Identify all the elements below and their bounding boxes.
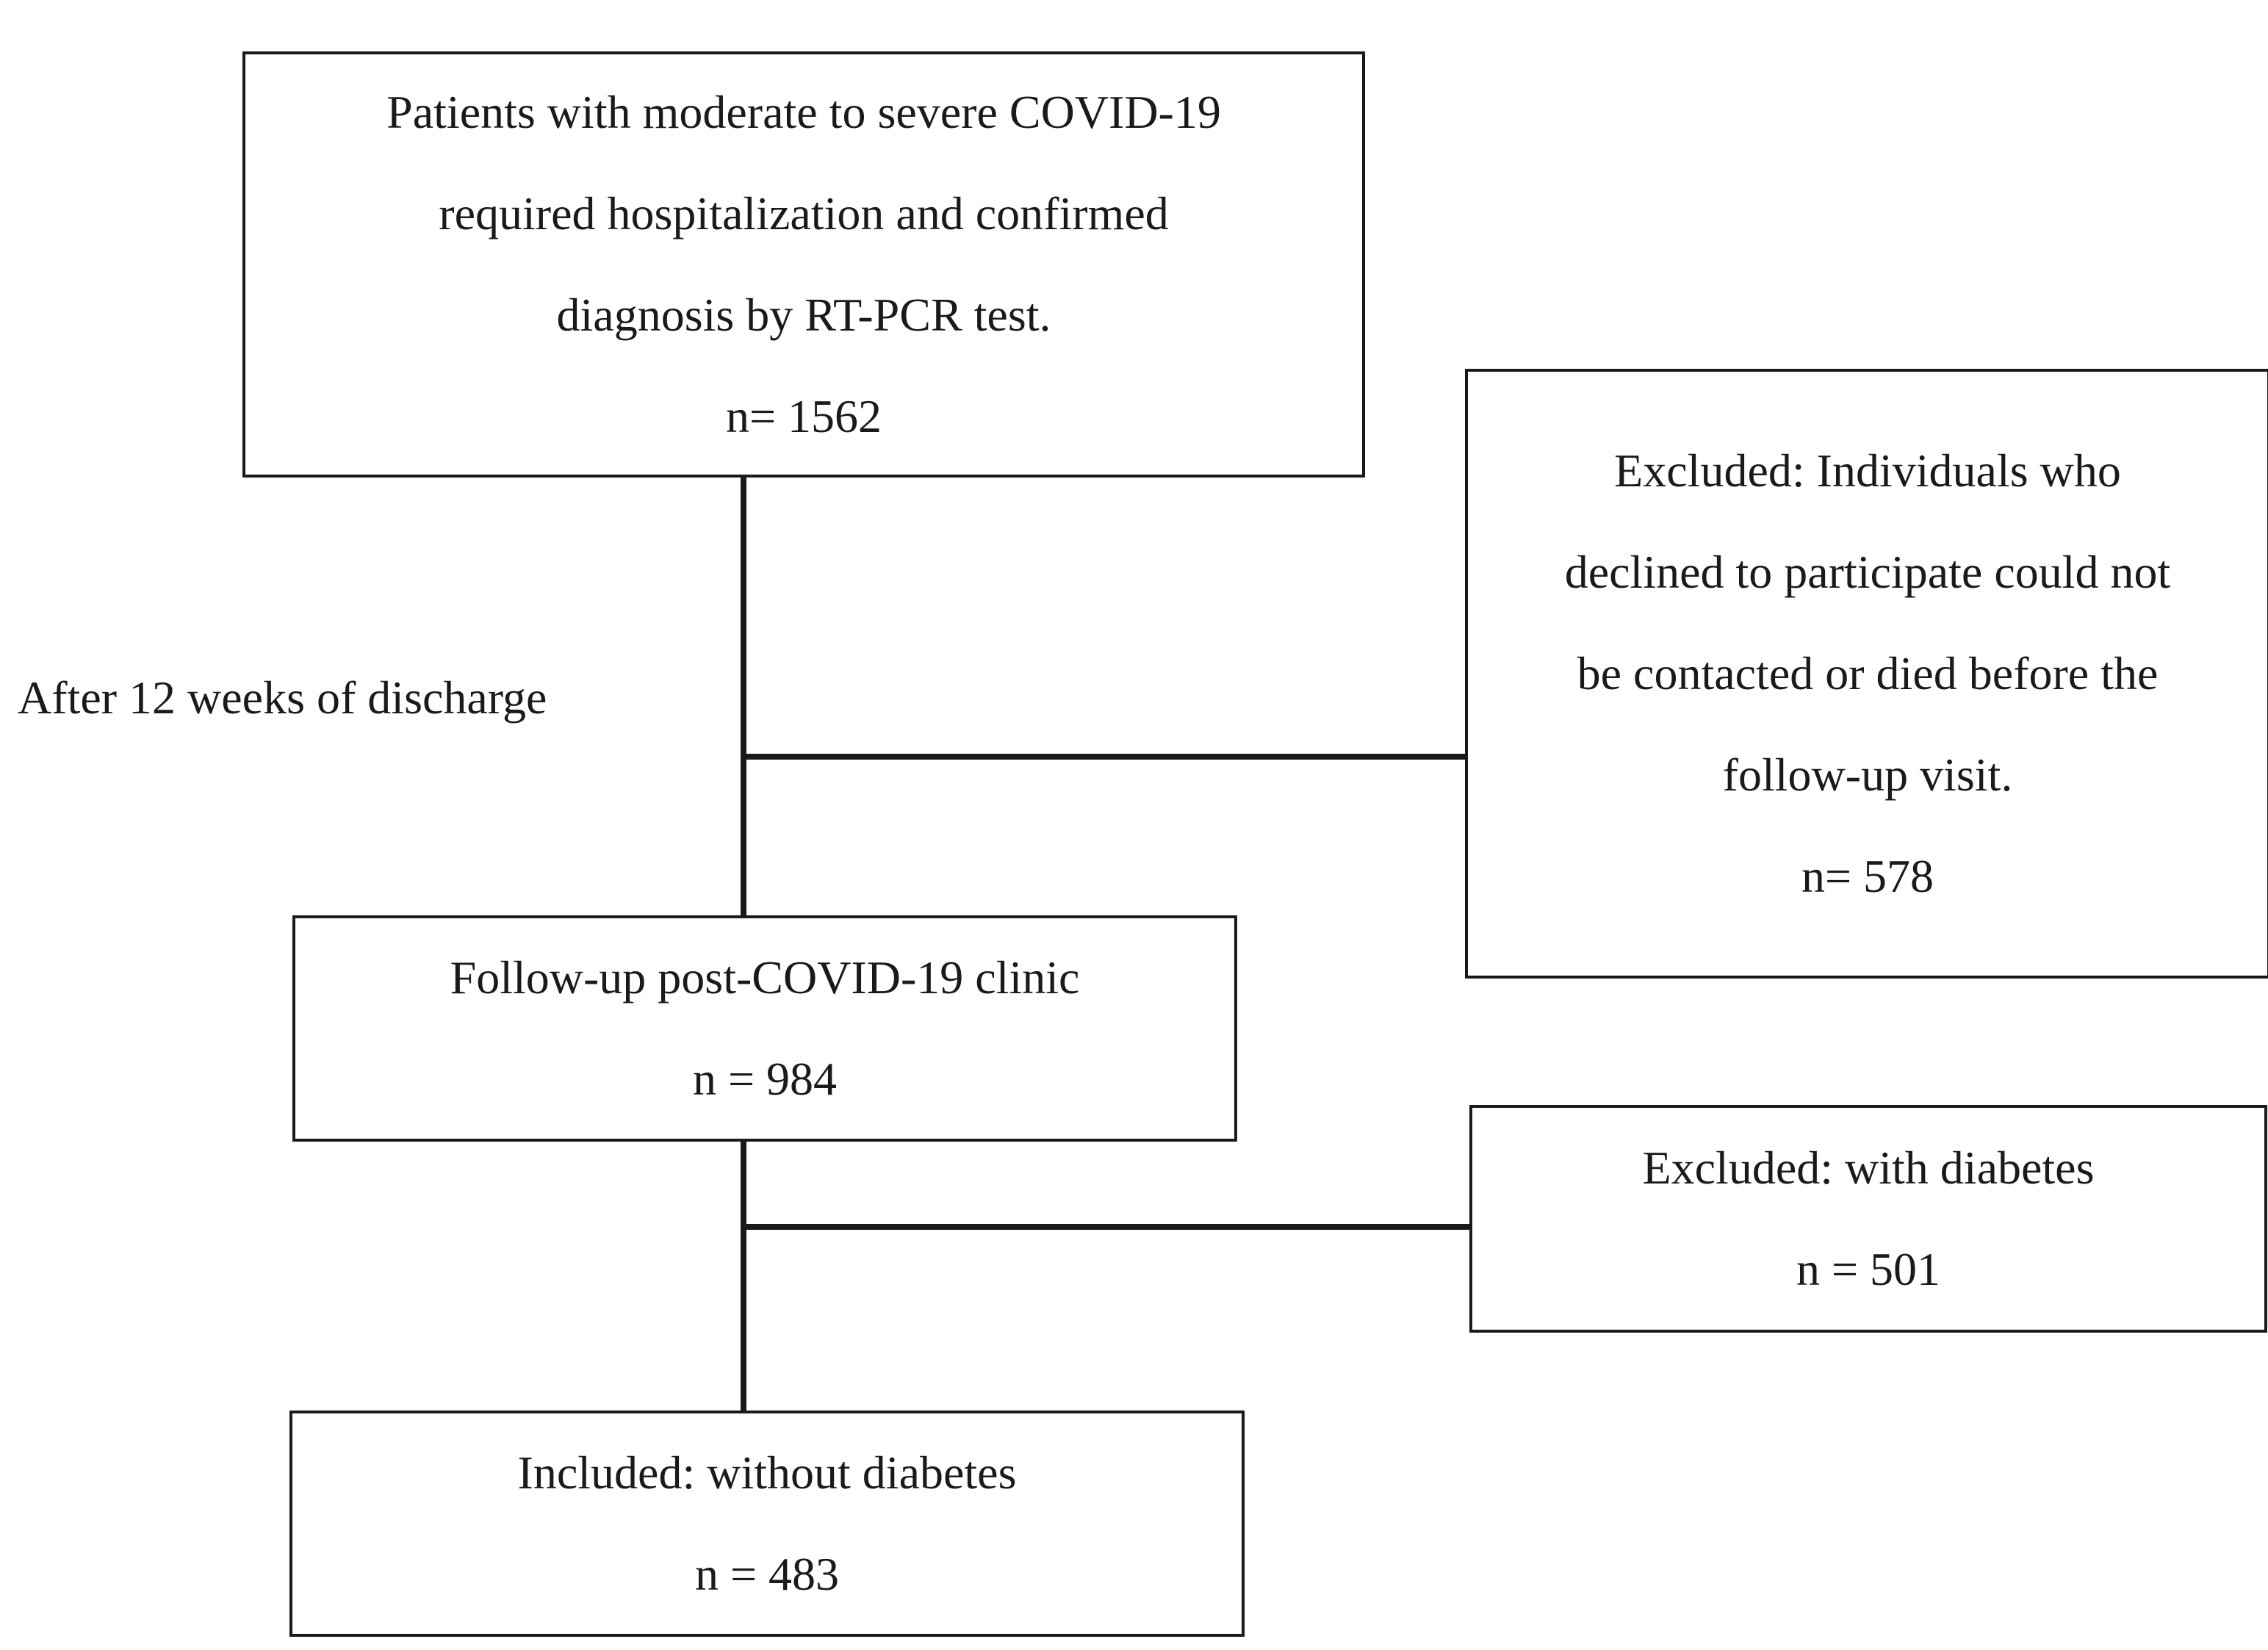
followup-count: n = 984: [692, 1053, 838, 1105]
followup-title: Follow-up post-COVID-19 clinic: [450, 951, 1080, 1004]
excluded-contact-line-4: follow-up visit.: [1722, 749, 2013, 801]
excluded-contact-line-1: Excluded: Individuals who: [1614, 444, 2121, 497]
patients-line-3: diagnosis by RT-PCR test.: [556, 289, 1051, 341]
patients-line-2: required hospitalization and confirmed: [439, 187, 1169, 239]
connector-followup-to-included: [741, 1142, 746, 1412]
patients-count: n= 1562: [725, 390, 882, 442]
excluded-diabetes-title: Excluded: with diabetes: [1642, 1142, 2095, 1194]
included-count: n = 483: [694, 1548, 840, 1600]
connector-to-excluded-diabetes: [744, 1224, 1471, 1230]
excluded-diabetes-box: Excluded: with diabetes n = 501: [1469, 1105, 2267, 1333]
excluded-diabetes-count: n = 501: [1796, 1243, 1941, 1295]
included-box: Included: without diabetes n = 483: [289, 1411, 1245, 1637]
patients-box: Patients with moderate to severe COVID-1…: [242, 51, 1365, 478]
timing-label: After 12 weeks of discharge: [18, 671, 547, 724]
patients-line-1: Patients with moderate to severe COVID-1…: [386, 86, 1221, 138]
connector-to-excluded-contact: [744, 754, 1466, 760]
excluded-contact-box: Excluded: Individuals who declined to pa…: [1465, 369, 2268, 979]
followup-box: Follow-up post-COVID-19 clinic n = 984: [292, 915, 1237, 1142]
excluded-contact-count: n= 578: [1801, 850, 1934, 902]
excluded-contact-line-2: declined to participate could not: [1564, 546, 2171, 598]
connector-patients-to-followup: [741, 478, 746, 933]
included-title: Included: without diabetes: [517, 1447, 1017, 1499]
excluded-contact-line-3: be contacted or died before the: [1577, 647, 2159, 699]
